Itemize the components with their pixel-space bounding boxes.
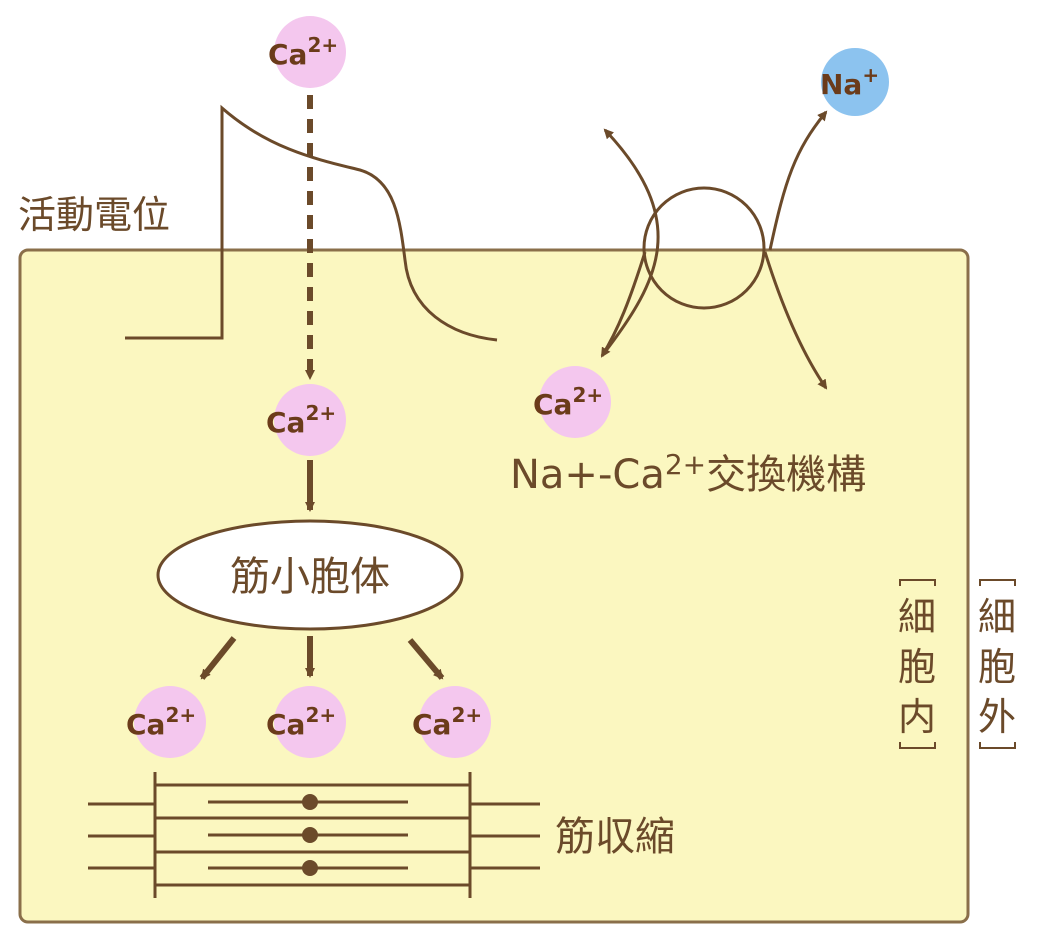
calcium-ion-exchanger: Ca2+: [533, 366, 611, 438]
intracellular-label: 細 胞 内: [898, 579, 936, 749]
svg-text:Ca2+: Ca2+: [412, 703, 482, 741]
calcium-ion-released-right: Ca2+: [412, 686, 491, 758]
calcium-ion-external: Ca2+: [268, 16, 346, 88]
svg-text:細: 細: [898, 595, 936, 639]
exchanger-ca-efflux-arrow: [603, 128, 660, 353]
svg-text:胞: 胞: [898, 645, 936, 689]
release-arrow-right: [407, 638, 445, 680]
myosin-node-top: [302, 794, 318, 810]
svg-text:外: 外: [978, 695, 1016, 739]
svg-text:内: 内: [898, 695, 936, 739]
svg-text:Ca2+: Ca2+: [533, 383, 603, 421]
svg-text:胞: 胞: [978, 645, 1016, 689]
muscle-contraction-label: 筋収縮: [555, 814, 675, 860]
exchanger-ring: [642, 186, 766, 310]
extracellular-label: 細 胞 外: [978, 579, 1016, 749]
exchanger-na-influx-arrow: [763, 251, 828, 390]
cell-body: [18, 248, 970, 924]
myosin-node-bottom: [302, 860, 318, 876]
action-potential-waveform: [125, 104, 498, 342]
calcium-ion-influx: Ca2+: [266, 384, 346, 456]
svg-text:Ca2+: Ca2+: [266, 401, 336, 439]
svg-text:Ca2+: Ca2+: [266, 703, 336, 741]
exchanger-ca-inward-arrow: [600, 251, 647, 358]
exchanger-label: Na+-Ca2+交換機構: [510, 448, 866, 498]
exchanger-na-efflux-arrow: [768, 110, 828, 251]
sodium-ion-external: Na+: [820, 48, 889, 116]
release-arrow-left: [199, 636, 237, 680]
action-potential-label: 活動電位: [18, 193, 170, 237]
sarcoplasmic-reticulum: 筋小胞体: [156, 519, 464, 631]
svg-text:Ca2+: Ca2+: [268, 33, 338, 71]
svg-text:Na+: Na+: [820, 63, 879, 101]
svg-text:筋小胞体: 筋小胞体: [230, 554, 390, 600]
calcium-ion-released-left: Ca2+: [126, 686, 206, 758]
svg-text:細: 細: [978, 595, 1016, 639]
svg-text:Ca2+: Ca2+: [126, 703, 196, 741]
myosin-node-middle: [302, 827, 318, 843]
calcium-ion-released-center: Ca2+: [266, 686, 346, 758]
